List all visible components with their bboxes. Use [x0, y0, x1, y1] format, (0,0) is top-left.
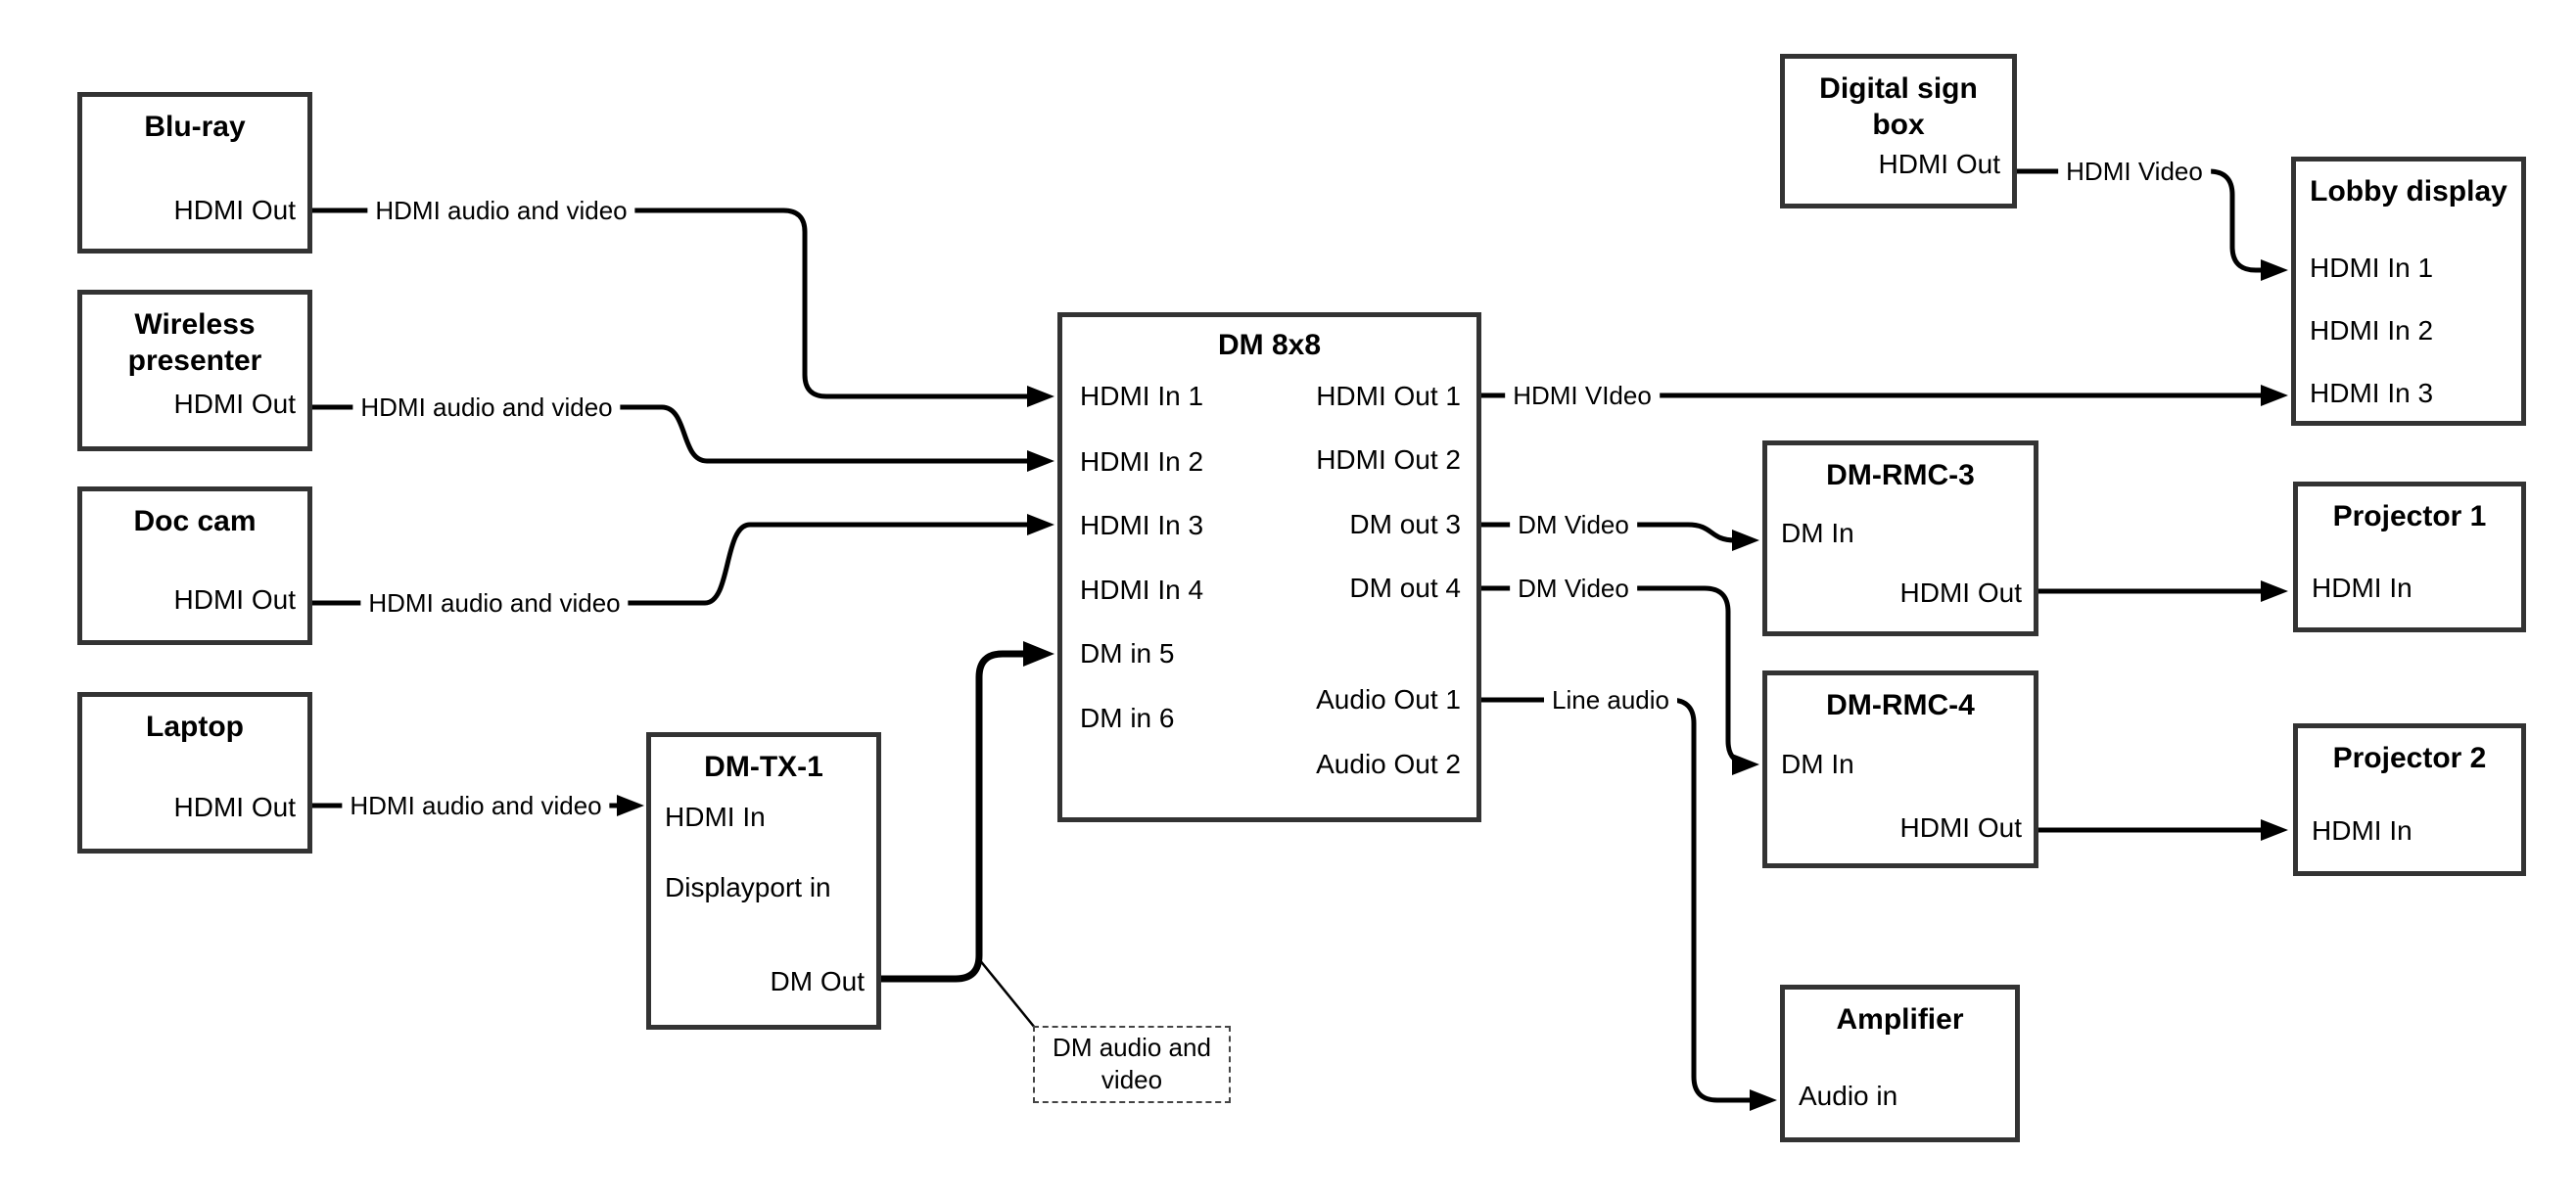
port-dm8x8-hdmi-in-2: HDMI In 2: [1080, 446, 1204, 477]
node-projector-2: Projector 2 HDMI In: [2293, 723, 2526, 876]
wire-label-hdmi-audio-video-1: HDMI audio and video: [367, 194, 635, 227]
wire-doccam-to-dm8x8-in3: [312, 522, 1029, 606]
node-title: Projector 1: [2332, 500, 2487, 532]
node-title: Amplifier: [1836, 1003, 1964, 1036]
port-doccam-hdmi-out: HDMI Out: [173, 584, 296, 615]
port-dm8x8-dm-out-3: DM out 3: [1349, 509, 1461, 539]
arrowhead-lobby-in3: [2261, 385, 2288, 406]
wire-dmtx1-to-dm8x8-in5: [881, 650, 1024, 983]
arrowhead-dm8x8-in1: [1027, 386, 1054, 407]
port-amplifier-audio-in: Audio in: [1799, 1081, 1898, 1111]
arrowhead-dm8x8-in3: [1027, 514, 1054, 535]
node-dm-8x8: DM 8x8 HDMI In 1 HDMI In 2 HDMI In 3 HDM…: [1057, 312, 1481, 822]
wire-dm8x8-out4-to-dmrmc4: [1481, 585, 1753, 767]
node-dm-rmc-3: DM-RMC-3 DM In HDMI Out: [1762, 440, 2038, 636]
port-dm8x8-hdmi-in-1: HDMI In 1: [1080, 381, 1204, 411]
wire-wireless-to-dm8x8-in2: [312, 404, 1029, 464]
node-doc-cam: Doc cam HDMI Out: [77, 486, 312, 645]
node-title: Doc cam: [133, 505, 257, 537]
node-laptop: Laptop HDMI Out: [77, 692, 312, 854]
note-dm-audio-and-video: DM audio and video: [1033, 1026, 1231, 1103]
node-dm-tx-1: DM-TX-1 HDMI In Displayport in DM Out: [646, 732, 881, 1030]
port-dm8x8-dm-in-6: DM in 6: [1080, 703, 1175, 733]
port-laptop-hdmi-out: HDMI Out: [173, 792, 296, 822]
wire-label-hdmi-audio-video-2: HDMI audio and video: [352, 391, 621, 424]
port-wireless-hdmi-out: HDMI Out: [173, 389, 296, 419]
node-title: DM-RMC-4: [1826, 689, 1975, 721]
port-lobby-hdmi-in-2: HDMI In 2: [2310, 315, 2434, 346]
node-title: DM-TX-1: [704, 751, 823, 783]
wire-sign-to-lobby-in1: [2017, 168, 2264, 273]
arrowhead-dmrmc3-dm-in: [1732, 530, 1759, 551]
arrowhead-dmrmc4-dm-in: [1732, 754, 1759, 775]
port-bluray-hdmi-out: HDMI Out: [173, 195, 296, 225]
port-dm8x8-dm-out-4: DM out 4: [1349, 573, 1461, 603]
node-title: Lobby display: [2310, 175, 2507, 208]
node-bluray: Blu-ray HDMI Out: [77, 92, 312, 254]
arrowhead-lobby-in1: [2261, 259, 2288, 281]
port-dmtx1-displayport-in: Displayport in: [665, 872, 831, 902]
port-sign-hdmi-out: HDMI Out: [1878, 149, 2000, 179]
wire-label-hdmi-audio-video-3: HDMI audio and video: [360, 586, 629, 620]
wire-label-hdmi-audio-video-4: HDMI audio and video: [342, 789, 610, 822]
node-amplifier: Amplifier Audio in: [1780, 985, 2020, 1142]
port-dmrmc4-dm-in: DM In: [1781, 749, 1854, 779]
node-digital-sign-box: Digital sign box HDMI Out: [1780, 54, 2017, 208]
node-title: Wireless presenter: [127, 308, 262, 377]
node-title: Digital sign box: [1819, 72, 1978, 141]
wire-label-dm-video-out4: DM Video: [1510, 572, 1637, 605]
port-dm8x8-hdmi-out-1: HDMI Out 1: [1316, 381, 1461, 411]
port-lobby-hdmi-in-1: HDMI In 1: [2310, 253, 2434, 283]
port-dm8x8-hdmi-out-2: HDMI Out 2: [1316, 444, 1461, 475]
node-title: DM 8x8: [1217, 329, 1322, 361]
wire-bluray-to-dm8x8-in1: [312, 208, 1029, 399]
node-title: Projector 2: [2332, 742, 2487, 774]
wire-dm8x8-out3-to-dmrmc3: [1481, 522, 1736, 543]
arrowheads: [617, 259, 2288, 1111]
wire-label-hdmi-video-sign: HDMI Video: [2058, 155, 2211, 188]
port-dmrmc3-hdmi-out: HDMI Out: [1899, 577, 2022, 608]
port-proj1-hdmi-in: HDMI In: [2312, 573, 2412, 603]
arrowhead-amplifier-audio-in: [1750, 1089, 1777, 1111]
arrowhead-proj1-hdmi-in: [2261, 580, 2288, 602]
port-dm8x8-audio-out-1: Audio Out 1: [1316, 684, 1461, 715]
port-dm8x8-dm-in-5: DM in 5: [1080, 638, 1175, 669]
port-dmtx1-dm-out: DM Out: [770, 966, 865, 996]
port-dm8x8-hdmi-in-4: HDMI In 4: [1080, 575, 1204, 605]
arrowhead-dm8x8-in2: [1027, 450, 1054, 472]
port-dmtx1-hdmi-in: HDMI In: [665, 802, 766, 832]
port-dm8x8-hdmi-in-3: HDMI In 3: [1080, 510, 1204, 540]
arrowhead-dmtx1-hdmi-in: [617, 795, 644, 816]
note-leader-line: [978, 958, 1036, 1029]
wire-dm8x8-audio1-to-amplifier: [1481, 697, 1754, 1103]
wire-label-line-audio: Line audio: [1544, 683, 1677, 716]
node-dm-rmc-4: DM-RMC-4 DM In HDMI Out: [1762, 670, 2038, 868]
node-title: Blu-ray: [144, 111, 246, 143]
node-title: DM-RMC-3: [1826, 459, 1975, 491]
wire-label-dm-video-out3: DM Video: [1510, 508, 1637, 541]
arrowhead-proj2-hdmi-in: [2261, 819, 2288, 841]
port-dm8x8-audio-out-2: Audio Out 2: [1316, 749, 1461, 779]
node-lobby-display: Lobby display HDMI In 1 HDMI In 2 HDMI I…: [2291, 157, 2526, 426]
node-title: Laptop: [146, 711, 244, 743]
port-dmrmc3-dm-in: DM In: [1781, 518, 1854, 548]
arrowhead-dm8x8-in5: [1023, 641, 1054, 667]
node-projector-1: Projector 1 HDMI In: [2293, 482, 2526, 632]
port-dmrmc4-hdmi-out: HDMI Out: [1899, 812, 2022, 843]
port-lobby-hdmi-in-3: HDMI In 3: [2310, 378, 2434, 408]
node-wireless-presenter: Wireless presenter HDMI Out: [77, 290, 312, 451]
wire-label-hdmi-video-out1: HDMI VIdeo: [1505, 379, 1660, 412]
port-proj2-hdmi-in: HDMI In: [2312, 815, 2412, 846]
